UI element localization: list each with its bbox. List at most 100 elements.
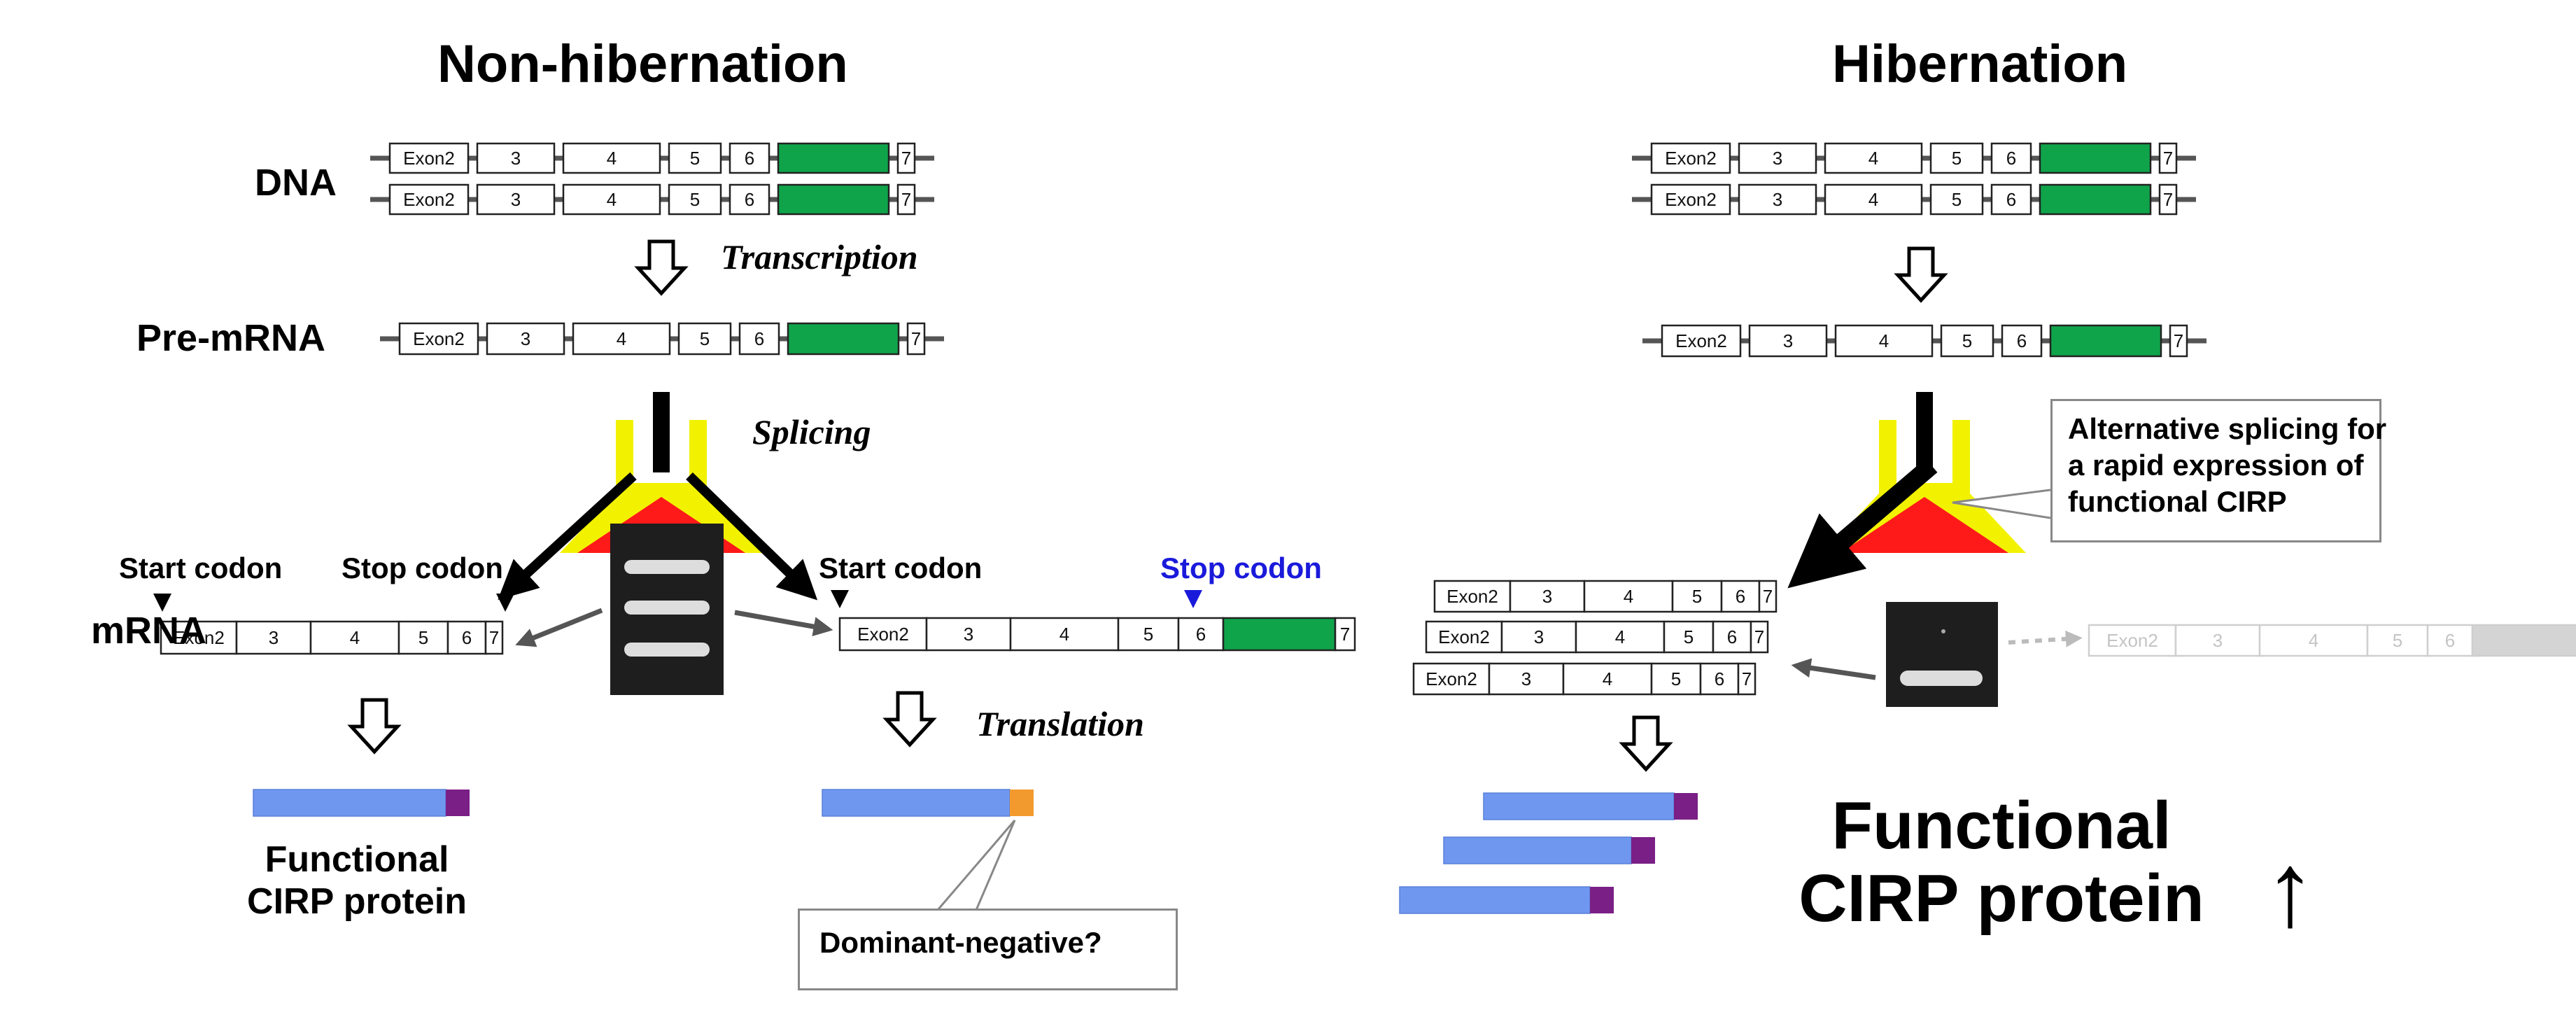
- exon-box: [309, 620, 400, 655]
- exon-label: 3: [511, 148, 521, 169]
- exon-label: 7: [1742, 668, 1752, 689]
- stop-codon-label-1: Stop codon: [342, 552, 503, 584]
- funnel-yellow: [560, 420, 763, 553]
- exon-label: 4: [607, 189, 617, 210]
- exon-label: Exon2: [857, 624, 909, 645]
- exon-box: [906, 322, 926, 356]
- exon-box: [1671, 580, 1723, 613]
- exon-box: [1433, 580, 1512, 613]
- stop-codon-marker-2: [1184, 590, 1202, 608]
- big-label-line2: CIRP protein: [1799, 861, 2204, 936]
- exon-label: 3: [269, 627, 279, 648]
- dominant-negative-tail: [936, 820, 1016, 911]
- callout-line1: Alternative splicing for: [2068, 412, 2387, 445]
- exon-box: [1334, 617, 1356, 652]
- exon-box: [838, 617, 928, 652]
- stop-codon-label-2: Stop codon: [1160, 552, 1322, 584]
- exon-label: 3: [511, 189, 521, 210]
- exon-box: [1488, 662, 1565, 696]
- exon-label: Exon2: [1675, 330, 1727, 351]
- exon-box: [1929, 142, 1984, 174]
- transcription-arrow-hib-icon: [1894, 246, 1948, 303]
- exon-label: 5: [1671, 668, 1681, 689]
- hib-protein-1: [1483, 792, 1698, 820]
- splice-arrow-hib: [1787, 458, 1938, 589]
- protein-body: [253, 789, 446, 817]
- exon-label: Exon2: [1438, 626, 1490, 647]
- exon-box: [2158, 142, 2178, 174]
- exon-box: [572, 322, 671, 356]
- exon-label: 4: [1868, 148, 1878, 169]
- gel-pointer-hib: [1791, 658, 1876, 680]
- gel-band: [624, 560, 710, 574]
- exon-box: [476, 183, 556, 216]
- exon-label: 4: [2309, 630, 2318, 651]
- exon-box: [1929, 183, 1984, 216]
- extra-exon-green: [2039, 183, 2152, 216]
- exon-label: 7: [1340, 624, 1350, 645]
- exon-box: [2001, 324, 2043, 358]
- exon-box: [1562, 662, 1653, 696]
- exon-box: [2158, 183, 2178, 216]
- exon-label: 4: [607, 148, 617, 169]
- exon-label: 4: [1603, 668, 1612, 689]
- translation-arrow-left-icon: [347, 698, 402, 755]
- exon-box: [486, 322, 565, 356]
- gel-band: [1900, 671, 1983, 686]
- exon-label: 3: [1773, 189, 1782, 210]
- exon-label: 6: [1736, 586, 1745, 607]
- exon-box: [896, 183, 916, 216]
- exon-box: [896, 142, 916, 174]
- exon-box: [1824, 183, 1923, 216]
- protein-body: [822, 789, 1011, 817]
- transcription-label: Transcription: [721, 237, 918, 276]
- exon-label: 6: [745, 148, 754, 169]
- start-codon-label-2: Start codon: [819, 552, 983, 584]
- gel-band: [624, 643, 710, 657]
- exon-box: [1661, 324, 1742, 358]
- exon-box: [1748, 324, 1828, 358]
- start-codon-marker-2: [831, 590, 849, 608]
- exon-label: 3: [2213, 630, 2223, 651]
- funnel-stem: [1916, 392, 1933, 472]
- exon-box: [1990, 183, 2032, 216]
- exon-label: 7: [489, 627, 499, 648]
- exon-label: 6: [754, 328, 764, 349]
- protein-end: [1674, 793, 1698, 820]
- exon-label: 6: [2445, 630, 2455, 651]
- exon-box: [1177, 617, 1225, 652]
- exon-box: [2366, 624, 2429, 657]
- protein-end: [1010, 790, 1034, 816]
- exon-box: [1412, 662, 1491, 696]
- exon-box: [2088, 624, 2177, 657]
- functional-cirp-protein: [253, 789, 470, 817]
- big-label-line1: Functional: [1831, 788, 2172, 863]
- exon-label: 5: [1952, 148, 1962, 169]
- translation-arrow-right-icon: [882, 691, 937, 748]
- exon-box: [677, 322, 732, 356]
- exon-box: [1750, 620, 1769, 654]
- exon-label: 5: [1962, 330, 1972, 351]
- extra-exon-green: [787, 322, 900, 356]
- exon-label: Exon2: [1665, 148, 1717, 169]
- exon-label: 7: [901, 189, 911, 210]
- exon-box: [1650, 183, 1731, 216]
- translation-label: Translation: [976, 704, 1144, 743]
- exon-box: [446, 620, 487, 655]
- mrna-label: mRNA: [91, 610, 207, 652]
- extra-exon-green: [1222, 617, 1337, 652]
- functional-protein-line1: Functional: [265, 839, 449, 880]
- transcription-arrow-icon: [634, 239, 689, 296]
- exon-box: [1720, 580, 1761, 613]
- exon-box: [1834, 324, 1934, 358]
